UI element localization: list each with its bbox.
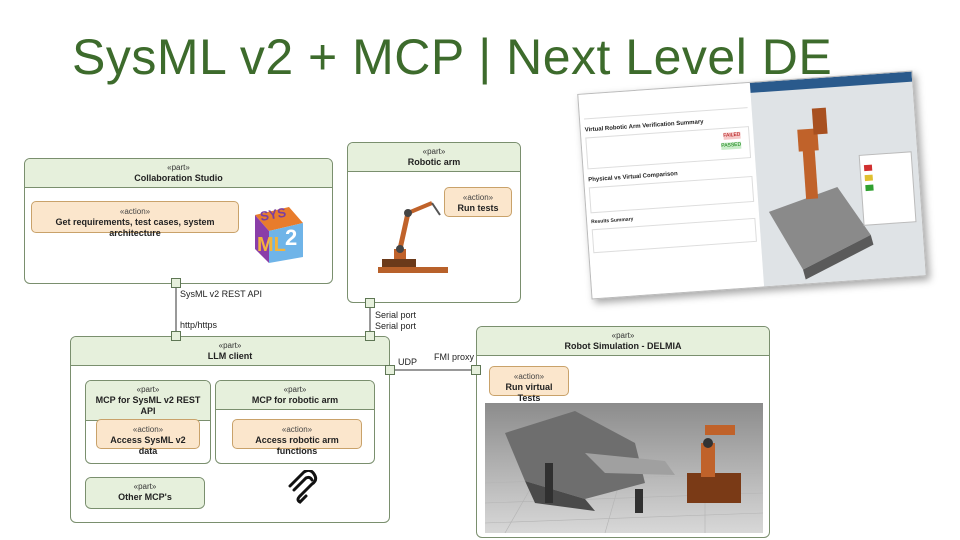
mcp-robotic-arm-name: MCP for robotic arm bbox=[251, 395, 339, 405]
part-stereotype: «part» bbox=[611, 331, 635, 340]
access-robotic-arm-label: Access robotic arm functions bbox=[255, 435, 339, 456]
svg-text:ML: ML bbox=[257, 234, 286, 256]
delmia-fmi-port[interactable] bbox=[471, 365, 481, 375]
report-panel: Virtual Robotic Arm Verification Summary… bbox=[578, 82, 765, 299]
page-title: SysML v2 + MCP | Next Level DE bbox=[72, 29, 833, 85]
verification-screenshot: Virtual Robotic Arm Verification Summary… bbox=[577, 70, 927, 300]
part-stereotype: «part» bbox=[422, 147, 446, 156]
collaboration-studio-name: Collaboration Studio bbox=[134, 173, 223, 183]
robotic-arm-port[interactable] bbox=[365, 298, 375, 308]
llm-client-name: LLM client bbox=[207, 351, 253, 361]
other-mcps-part[interactable]: «part»Other MCP's bbox=[85, 477, 205, 509]
access-sysml-label: Access SysML v2 data bbox=[110, 435, 186, 456]
part-stereotype: «part» bbox=[283, 385, 307, 394]
mcp-robotic-arm-part[interactable]: «part»MCP for robotic arm «action» Acces… bbox=[215, 380, 375, 464]
udp-label: UDP bbox=[398, 357, 418, 367]
serial-port-top-label: Serial port bbox=[375, 310, 417, 320]
llm-client-udp-port[interactable] bbox=[385, 365, 395, 375]
action-stereotype: «action» bbox=[281, 425, 313, 434]
robotic-arm-image bbox=[378, 201, 448, 273]
access-robotic-arm-action[interactable]: «action» Access robotic arm functions bbox=[232, 419, 362, 456]
sim-3d-view bbox=[768, 107, 917, 280]
svg-text:2: 2 bbox=[285, 225, 297, 250]
svg-text:SYS: SYS bbox=[259, 205, 288, 224]
simulation-image bbox=[485, 403, 763, 533]
collaboration-studio-part[interactable]: «part»Collaboration Studio «action» Get … bbox=[24, 158, 333, 284]
rest-api-label: SysML v2 REST API bbox=[180, 289, 263, 299]
part-stereotype: «part» bbox=[218, 341, 242, 350]
collab-studio-port[interactable] bbox=[171, 278, 181, 288]
llm-client-serial-port[interactable] bbox=[365, 331, 375, 341]
status-passed-badge: PASSED bbox=[721, 141, 742, 151]
other-mcps-name: Other MCP's bbox=[118, 492, 172, 502]
action-stereotype: «action» bbox=[513, 372, 545, 381]
part-stereotype: «part» bbox=[133, 482, 157, 491]
delmia-part[interactable]: «part»Robot Simulation - DELMIA «action»… bbox=[476, 326, 770, 538]
get-requirements-action[interactable]: «action» Get requirements, test cases, s… bbox=[31, 201, 239, 238]
robotic-arm-part[interactable]: «part»Robotic arm «action» Run tests bbox=[347, 142, 521, 303]
fmi-proxy-label: FMI proxy bbox=[434, 352, 475, 362]
action-stereotype: «action» bbox=[119, 207, 151, 216]
run-tests-label: Run tests bbox=[457, 203, 499, 213]
http-label: http/https bbox=[180, 320, 218, 330]
access-sysml-action[interactable]: «action» Access SysML v2 data bbox=[96, 419, 200, 456]
action-stereotype: «action» bbox=[462, 193, 494, 202]
robotic-arm-name: Robotic arm bbox=[407, 157, 461, 167]
delmia-name: Robot Simulation - DELMIA bbox=[564, 341, 682, 351]
llm-client-top-port[interactable] bbox=[171, 331, 181, 341]
action-stereotype: «action» bbox=[132, 425, 164, 434]
serial-port-bottom-label: Serial port bbox=[375, 321, 417, 331]
run-virtual-tests-label: Run virtual Tests bbox=[505, 382, 553, 403]
part-stereotype: «part» bbox=[167, 163, 190, 172]
mcp-sysml-name: MCP for SysML v2 REST API bbox=[95, 395, 201, 416]
sysml-v2-logo: SYS ML 2 bbox=[255, 205, 303, 263]
part-stereotype: «part» bbox=[136, 385, 160, 394]
mcp-logo-icon bbox=[288, 470, 318, 504]
run-tests-action[interactable]: «action» Run tests bbox=[444, 187, 512, 217]
status-failed-badge: FAILED bbox=[723, 131, 741, 140]
run-virtual-tests-action[interactable]: «action» Run virtual Tests bbox=[489, 366, 569, 403]
mcp-sysml-part[interactable]: «part»MCP for SysML v2 REST API «action»… bbox=[85, 380, 211, 464]
sim-3d-panel bbox=[749, 71, 926, 287]
get-requirements-label: Get requirements, test cases, system arc… bbox=[55, 217, 215, 238]
